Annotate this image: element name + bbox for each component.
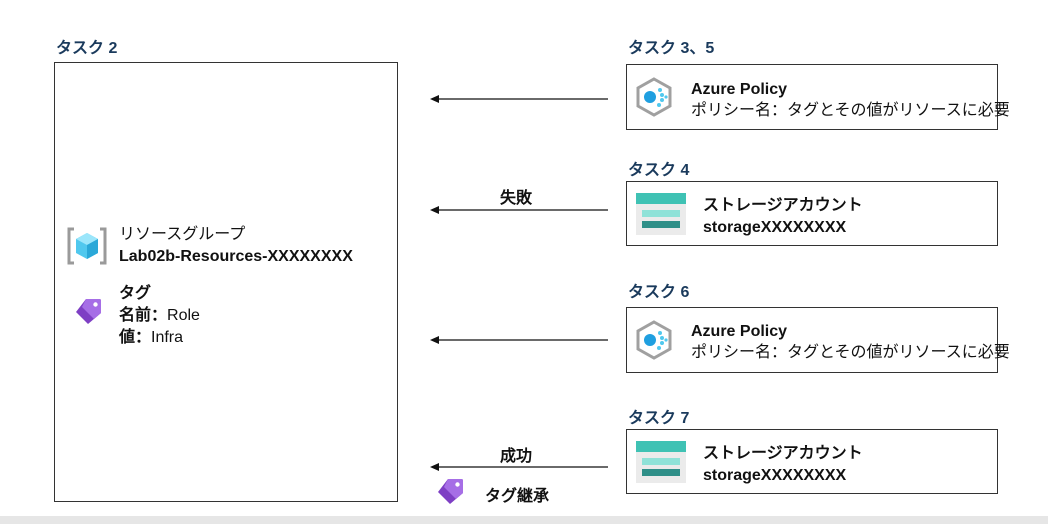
task-7-label: タスク 7: [628, 410, 690, 427]
arrow-policy-2: [430, 336, 608, 344]
resource-group-icon: [67, 227, 107, 265]
storage-account-icon: [636, 441, 686, 483]
tag-name-key: 名前：: [119, 307, 168, 324]
tag-name-row: 名前：Role: [119, 306, 200, 326]
storage-title-1: ストレージアカウント: [703, 197, 863, 214]
policy-panel-1: [626, 64, 998, 130]
tag-icon: [76, 299, 101, 324]
tag-icon: [438, 479, 463, 504]
storage-panel-2: [626, 429, 998, 494]
task-3-5-label: タスク 3、5: [628, 40, 715, 57]
task-6-label: タスク 6: [628, 284, 690, 301]
policy-title-1: Azure Policy: [691, 81, 788, 98]
storage-subtitle-1: storageXXXXXXXX: [703, 219, 847, 236]
bottom-strip: [0, 516, 1048, 524]
tag-heading: タグ: [119, 285, 152, 302]
arrow-policy-1: [430, 95, 608, 103]
resource-group-type-label: リソースグループ: [119, 226, 246, 243]
arrow-storage-2: [430, 463, 608, 471]
azure-policy-icon: [636, 320, 672, 360]
tag-inherit-label: タグ継承: [485, 488, 550, 505]
task-2-label: タスク 2: [56, 40, 118, 57]
arrow-storage-1: [430, 206, 608, 214]
resource-group-panel: [54, 62, 398, 502]
azure-policy-icon: [636, 77, 672, 117]
policy-subtitle-1: ポリシー名：タグとその値がリソースに必要: [691, 102, 1010, 119]
tag-value-key: 値：: [119, 329, 152, 346]
storage-subtitle-2: storageXXXXXXXX: [703, 467, 847, 484]
arrow-label-success: 成功: [500, 448, 533, 465]
storage-account-icon: [636, 193, 686, 235]
tag-value-row: 値：Infra: [119, 328, 183, 348]
resource-group-name: Lab02b-Resources-XXXXXXXX: [119, 248, 353, 265]
tag-name-value: Role: [167, 307, 200, 324]
policy-title-2: Azure Policy: [691, 323, 788, 340]
storage-title-2: ストレージアカウント: [703, 445, 863, 462]
arrow-label-fail: 失敗: [500, 190, 533, 207]
task-4-label: タスク 4: [628, 162, 690, 179]
policy-panel-2: [626, 307, 998, 373]
policy-subtitle-2: ポリシー名：タグとその値がリソースに必要: [691, 344, 1010, 361]
tag-value-value: Infra: [151, 329, 184, 346]
storage-panel-1: [626, 181, 998, 246]
